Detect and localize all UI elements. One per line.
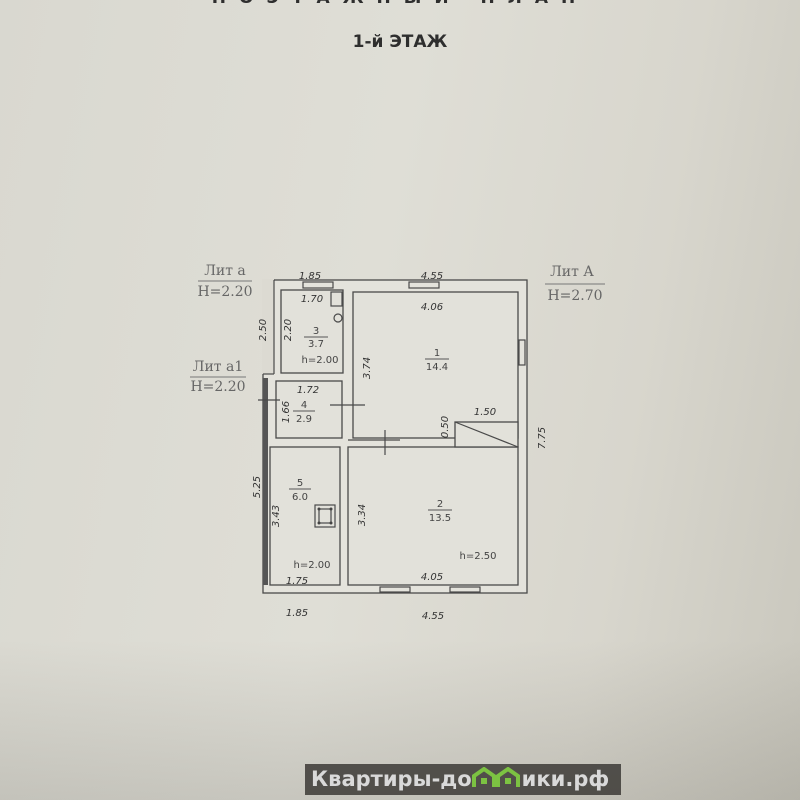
dim-bottom-left: 1.85 bbox=[286, 608, 308, 619]
dim-room4-height: 1.66 bbox=[281, 401, 292, 423]
sink-icon bbox=[330, 291, 343, 307]
liter-a1-height: H=2.20 bbox=[190, 379, 245, 395]
dim-total-height: 7.75 bbox=[537, 427, 548, 449]
dim-room5-height: 3.43 bbox=[271, 505, 282, 527]
watermark: Квартиры-до ики.рф bbox=[305, 764, 621, 795]
room-5 bbox=[269, 446, 341, 586]
dim-stair-width: 1.50 bbox=[474, 407, 496, 418]
window bbox=[302, 281, 334, 289]
dim-left-a-height: 2.50 bbox=[258, 319, 269, 341]
window bbox=[518, 339, 526, 366]
stove-icon bbox=[314, 504, 336, 528]
liter-a-height: H=2.20 bbox=[197, 284, 252, 300]
room-2-height: h=2.50 bbox=[460, 551, 497, 562]
dim-room3-height: 2.20 bbox=[283, 319, 294, 341]
room-3 bbox=[280, 289, 344, 374]
liter-a-name: Лит а bbox=[204, 263, 246, 279]
dim-left-a1-height: 5.25 bbox=[252, 476, 263, 498]
room-2-number: 2 bbox=[437, 499, 443, 510]
dim-room4-width: 1.72 bbox=[297, 385, 319, 396]
room-4 bbox=[275, 380, 343, 439]
dim-bottom-right: 4.55 bbox=[422, 611, 444, 622]
dim-top-left: 1.85 bbox=[299, 271, 321, 282]
toilet-icon bbox=[333, 313, 343, 323]
dim-room1-height: 3.74 bbox=[362, 357, 373, 379]
dim-room1-width: 4.06 bbox=[421, 302, 443, 313]
room-4-number: 4 bbox=[301, 400, 307, 411]
window bbox=[449, 586, 481, 593]
dim-room2-height: 3.34 bbox=[357, 504, 368, 526]
room-2 bbox=[347, 446, 519, 586]
room-3-area: 3.7 bbox=[308, 339, 324, 350]
plan-title: ПОЭТАЖНЫЙ ПЛАН bbox=[0, 0, 800, 8]
room-3-height: h=2.00 bbox=[302, 355, 339, 366]
floor-title: 1-й ЭТАЖ bbox=[352, 32, 448, 52]
house-logo-icon bbox=[471, 767, 520, 787]
thin-left-wall bbox=[263, 378, 268, 585]
stair-diagonal bbox=[454, 421, 519, 448]
room-4-area: 2.9 bbox=[296, 414, 312, 425]
window bbox=[408, 281, 440, 289]
window bbox=[379, 586, 411, 593]
room-1-area: 14.4 bbox=[426, 362, 448, 373]
room-5-number: 5 bbox=[297, 478, 303, 489]
dim-room3-width: 1.70 bbox=[301, 294, 323, 305]
dim-room5-width: 1.75 bbox=[286, 576, 308, 587]
outside-corner bbox=[262, 279, 274, 374]
room-1-number: 1 bbox=[434, 348, 440, 359]
liter-a1-name: Лит а1 bbox=[193, 359, 243, 375]
liter-A-height: H=2.70 bbox=[547, 288, 602, 304]
room-5-height: h=2.00 bbox=[294, 560, 331, 571]
dim-room2-width: 4.05 bbox=[421, 572, 443, 583]
room-1 bbox=[352, 291, 519, 439]
watermark-text-start: Квартиры-до bbox=[311, 767, 472, 791]
dim-top-right: 4.55 bbox=[421, 271, 443, 282]
watermark-text-end: ики.рф bbox=[521, 767, 610, 791]
liter-A-name: Лит А bbox=[550, 264, 594, 280]
room-2-area: 13.5 bbox=[429, 513, 451, 524]
room-3-number: 3 bbox=[313, 326, 319, 337]
dim-stair-height: 0.50 bbox=[440, 416, 451, 438]
room-5-area: 6.0 bbox=[292, 492, 308, 503]
